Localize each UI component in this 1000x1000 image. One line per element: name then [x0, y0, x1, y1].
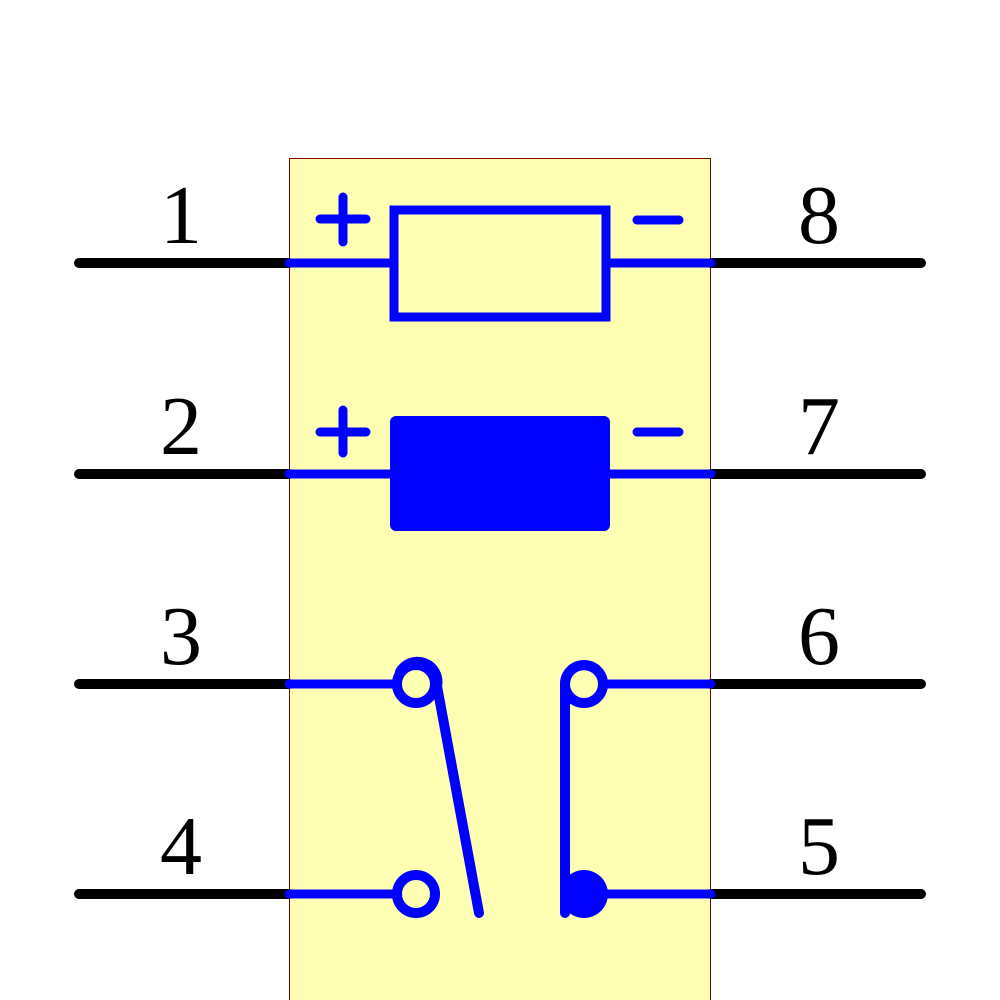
contact-5-dot-icon [560, 870, 608, 918]
pin-label-2: 2 [160, 380, 202, 473]
contact-4-circle-icon [392, 870, 440, 918]
pin-label-5: 5 [798, 800, 840, 893]
relay-symbols [284, 192, 716, 918]
coil-open-icon [389, 205, 611, 322]
switch-arm-closed [560, 660, 605, 918]
pin-label-6: 6 [798, 590, 840, 683]
relay-body [289, 158, 711, 1000]
pin-label-3: 3 [160, 590, 202, 683]
pin-label-8: 8 [798, 169, 840, 262]
pin-leads [74, 258, 926, 899]
pin-label-7: 7 [798, 380, 840, 473]
coil-filled-icon [390, 416, 610, 531]
switch-arm-open [395, 656, 484, 918]
pin-label-4: 4 [160, 800, 202, 893]
pin-label-1: 1 [160, 169, 202, 262]
